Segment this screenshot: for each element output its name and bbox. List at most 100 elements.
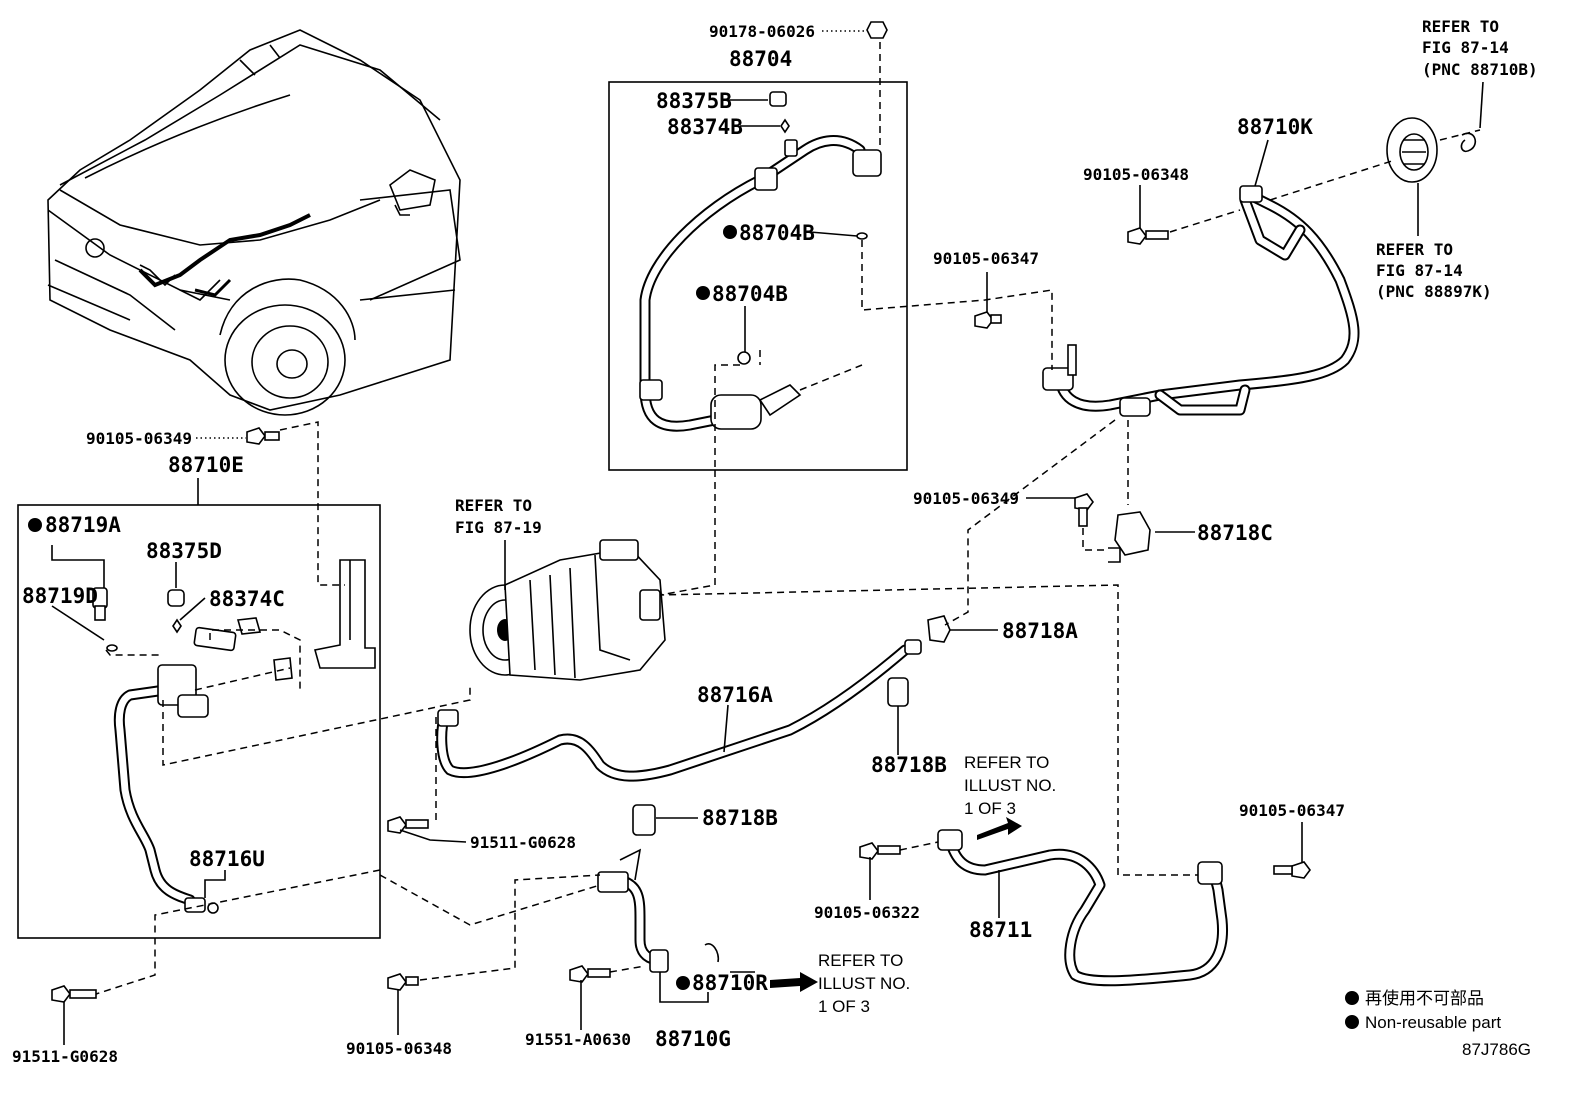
label-88704B-2: 88704B — [712, 282, 788, 306]
grommet-88897K — [1386, 117, 1438, 183]
clamp-88718B-1 — [887, 677, 909, 707]
label-90105-06347-top: 90105-06347 — [933, 249, 1039, 268]
bolt-91511-G0628-mid — [387, 816, 429, 834]
pipe-88710G — [597, 848, 720, 973]
hose-88704 — [639, 135, 882, 432]
clamp-88710E — [236, 617, 293, 681]
label-refer-87-14-a-line2: FIG 87-14 — [1422, 38, 1509, 57]
bolt-90105-06322 — [859, 842, 901, 860]
oring-88704B-2 — [737, 351, 751, 365]
legend-marker-jp — [1345, 991, 1359, 1005]
label-90105-06322: 90105-06322 — [814, 903, 920, 922]
label-refer-illust-a-line1: REFER TO — [964, 753, 1049, 772]
nut-90178-06026 — [866, 21, 888, 39]
clamp-88718C — [1108, 511, 1151, 563]
bolt-90105-06348-bot — [387, 973, 419, 991]
box-88710E — [17, 504, 381, 939]
label-90105-06348-bot: 90105-06348 — [346, 1039, 452, 1058]
pipe-88710K — [1042, 185, 1360, 417]
label-90105-06349-left: 90105-06349 — [86, 429, 192, 448]
label-88718A: 88718A — [1002, 619, 1078, 643]
non-reusable-marker-88710R — [676, 976, 690, 990]
clip-88710B — [1460, 132, 1477, 153]
leader-lines — [51, 30, 1484, 1045]
part-labels: 90178-06026 88704 88375B 88374B 88704B 8… — [12, 17, 1538, 1066]
label-refer-illust-a-line3: 1 OF 3 — [964, 799, 1016, 818]
bolt-90105-06347-top — [974, 311, 1002, 329]
label-88716A: 88716A — [697, 683, 773, 707]
label-90178-06026: 90178-06026 — [709, 22, 815, 41]
vehicle-illustration — [47, 29, 461, 416]
cap-88375B — [769, 91, 787, 107]
arrow-refer-illust-b — [770, 972, 818, 992]
label-90105-06347-bot: 90105-06347 — [1239, 801, 1345, 820]
label-88375D: 88375D — [146, 539, 222, 563]
label-88710E: 88710E — [168, 453, 244, 477]
bolt-90105-06347-bot — [1273, 861, 1311, 879]
core-88374B — [780, 118, 790, 134]
label-88719A: 88719A — [45, 513, 121, 537]
label-90105-06349-right: 90105-06349 — [913, 489, 1019, 508]
bracket-88710E — [313, 559, 376, 669]
label-refer-87-14-a-line3: (PNC 88710B) — [1422, 60, 1538, 79]
label-refer-illust-a-line2: ILLUST NO. — [964, 776, 1056, 795]
label-88718B-2: 88718B — [702, 806, 778, 830]
assembly-lines — [95, 42, 1481, 995]
switch-88719A — [92, 587, 108, 621]
core-88374C — [172, 618, 182, 634]
block-88710E — [157, 626, 237, 718]
label-refer-illust-b-line2: ILLUST NO. — [818, 974, 910, 993]
bolt-90105-06349-right — [1074, 493, 1094, 527]
box-88704 — [608, 81, 908, 471]
label-88704B-1: 88704B — [739, 221, 815, 245]
label-refer-illust-b-line3: 1 OF 3 — [818, 997, 870, 1016]
non-reusable-marker-88704B-2 — [696, 286, 710, 300]
bolt-91511-G0628-bot — [51, 985, 97, 1003]
figure-id: 87J786G — [1462, 1040, 1531, 1059]
bolt-91551-A0630 — [569, 965, 611, 983]
label-88718B-1: 88718B — [871, 753, 947, 777]
non-reusable-marker-88719A — [28, 518, 42, 532]
label-refer-87-14-b-line1: REFER TO — [1376, 240, 1453, 259]
pipe-88711 — [937, 829, 1229, 987]
label-88704: 88704 — [729, 47, 792, 71]
label-88718C: 88718C — [1197, 521, 1273, 545]
label-refer-87-19-line2: FIG 87-19 — [455, 518, 542, 537]
label-refer-87-14-a-line1: REFER TO — [1422, 17, 1499, 36]
bolt-90105-06348-top — [1127, 227, 1169, 245]
clamp-88718A — [927, 615, 951, 643]
label-88716U: 88716U — [189, 847, 265, 871]
label-88374B: 88374B — [667, 115, 743, 139]
pipe-88716U — [113, 684, 219, 914]
legend-text-en: Non-reusable part — [1365, 1013, 1501, 1032]
label-91511-G0628-bot: 91511-G0628 — [12, 1047, 118, 1066]
label-88374C: 88374C — [209, 587, 285, 611]
label-88719D: 88719D — [22, 584, 98, 608]
label-refer-87-14-b-line2: FIG 87-14 — [1376, 261, 1463, 280]
oring-88704B-1 — [856, 232, 868, 240]
clamp-88718B-2 — [632, 804, 656, 836]
label-88710G: 88710G — [655, 1027, 731, 1051]
label-refer-illust-b-line1: REFER TO — [818, 951, 903, 970]
label-refer-87-19-line1: REFER TO — [455, 496, 532, 515]
pipe-88716A — [436, 639, 922, 782]
bolt-90105-06349-left — [246, 427, 280, 445]
cap-88375D — [167, 589, 185, 607]
label-88710R: 88710R — [692, 971, 768, 995]
non-reusable-marker-88704B-1 — [723, 225, 737, 239]
oring-88719D — [106, 644, 118, 652]
label-88710K: 88710K — [1237, 115, 1313, 139]
arrow-refer-illust-a — [977, 817, 1022, 840]
label-91551-A0630: 91551-A0630 — [525, 1030, 631, 1049]
label-refer-87-14-b-line3: (PNC 88897K) — [1376, 282, 1492, 301]
label-88711: 88711 — [969, 918, 1032, 942]
label-88375B: 88375B — [656, 89, 732, 113]
compressor — [469, 539, 666, 681]
legend: 再使用不可部品 Non-reusable part 87J786G — [1345, 988, 1531, 1059]
label-91511-G0628-mid: 91511-G0628 — [470, 833, 576, 852]
legend-marker-en — [1345, 1015, 1359, 1029]
legend-text-jp: 再使用不可部品 — [1365, 988, 1484, 1008]
label-90105-06348-top: 90105-06348 — [1083, 165, 1189, 184]
